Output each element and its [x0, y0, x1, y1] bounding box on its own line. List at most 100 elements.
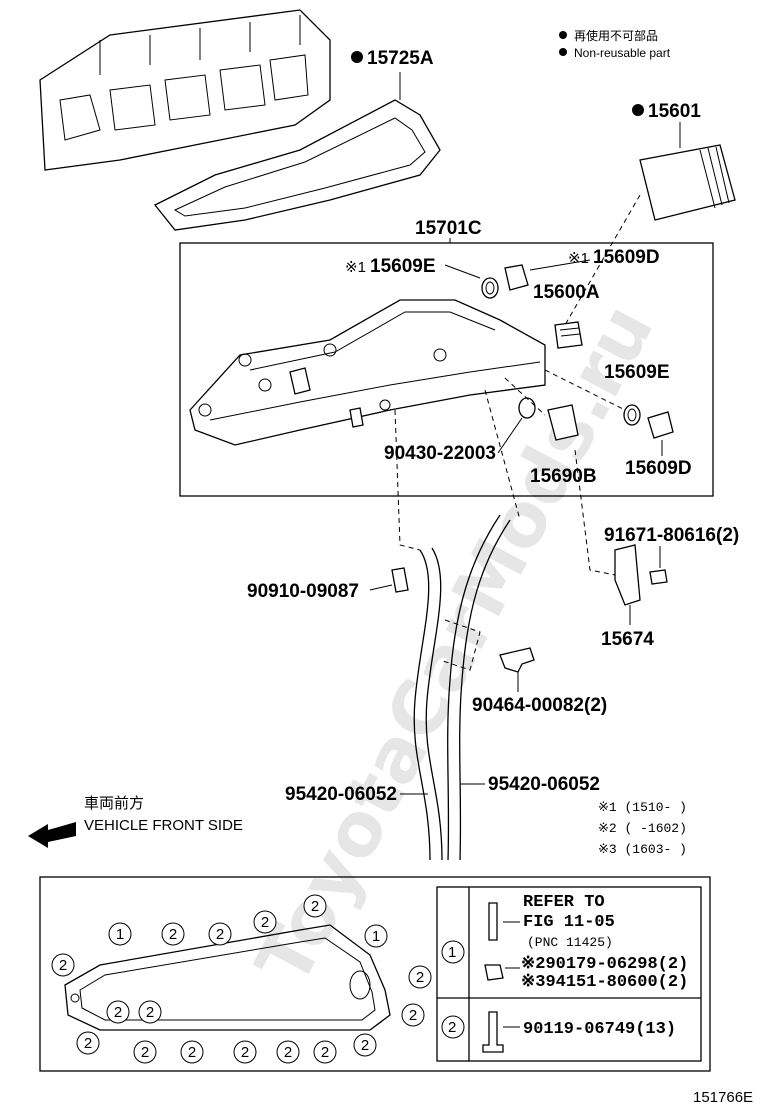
circled-mark-label: 2	[141, 1044, 149, 1061]
circled-mark-label: 2	[59, 957, 67, 974]
circled-mark-2	[303, 894, 327, 918]
circled-mark-2	[233, 1040, 257, 1064]
label-15609E-right: 15609E	[604, 362, 670, 383]
label-91671: 91671-80616(2)	[604, 525, 739, 546]
circled-mark-2	[401, 1003, 425, 1027]
table-row1-num: 1	[448, 944, 456, 961]
mark-ref1: ※1	[345, 259, 366, 276]
figure-id: 151766E	[693, 1089, 753, 1106]
legend-jp: 再使用不可部品	[574, 28, 658, 43]
legend: 再使用不可部品 Non-reusable part	[559, 28, 671, 60]
gasket-marks: 1 2 2 2 2 1 2 2 2 2 2 2 2 2 2 2 2 2	[51, 894, 432, 1064]
circled-mark-1	[364, 924, 388, 948]
label-15609D-right: 15609D	[625, 458, 692, 479]
bracket-15674	[614, 544, 641, 606]
direction-en: VEHICLE FRONT SIDE	[84, 817, 243, 834]
label-15601: 15601	[648, 101, 701, 122]
bullet-icon	[559, 48, 567, 56]
circled-mark-2	[276, 1040, 300, 1064]
note-1: ※1 (1510- )	[598, 800, 687, 815]
gasket-15725A	[153, 99, 441, 231]
o-ring-15609E-right	[623, 404, 641, 426]
nut-icon	[484, 964, 504, 981]
circled-mark-2	[208, 922, 232, 946]
arrow-left-icon	[28, 822, 76, 848]
label-15725A: 15725A	[367, 48, 434, 69]
note-3: ※3 (1603- )	[598, 842, 687, 857]
sensor-15690B	[547, 404, 579, 441]
circled-mark-label: 2	[241, 1044, 249, 1061]
table-refer: REFER TO	[523, 893, 605, 912]
circled-mark-label: 2	[84, 1035, 92, 1052]
circled-mark-label: 2	[361, 1037, 369, 1054]
label-15600A: 15600A	[533, 282, 600, 303]
o-ring-15609E	[481, 277, 499, 299]
bullet-icon	[559, 31, 567, 39]
gasket-detail	[64, 924, 391, 1031]
circled-mark-label: 2	[169, 926, 177, 943]
oil-cooler-assembly-box	[179, 242, 714, 497]
label-90910: 90910-09087	[247, 581, 359, 602]
circled-mark-label: 1	[372, 928, 380, 945]
detail-box	[39, 876, 711, 1072]
circled-mark-2	[313, 1040, 337, 1064]
engine-block-drawing	[39, 9, 331, 171]
circled-mark-label: 2	[146, 1004, 154, 1021]
gasket-90430	[518, 397, 536, 419]
table-item-c: 90119-06749(13)	[523, 1020, 676, 1039]
circled-mark-2	[353, 1033, 377, 1057]
label-95420-left: 95420-06052	[285, 784, 397, 805]
circled-mark-label: 2	[284, 1044, 292, 1061]
circled-mark-label: 2	[321, 1044, 329, 1061]
circled-mark-label: 1	[116, 926, 124, 943]
circled-mark-label: 2	[216, 926, 224, 943]
table-pnc: (PNC 11425)	[527, 935, 613, 950]
circled-mark-label: 2	[188, 1044, 196, 1061]
direction-jp: 車両前方	[84, 795, 144, 812]
non-reusable-icon	[632, 104, 644, 116]
plug-15609D-right	[647, 411, 674, 439]
legend-table: 1 2 REFER TO FIG 11-05 (PNC 11425) ※2901…	[436, 886, 702, 1062]
label-90430: 90430-22003	[384, 443, 496, 464]
label-15674: 15674	[601, 629, 654, 650]
oil-filter-15601	[639, 144, 736, 221]
circled-mark-2	[161, 922, 185, 946]
bolt-icon	[488, 902, 498, 941]
circled-mark-2	[138, 1000, 162, 1024]
circled-mark-2	[133, 1040, 157, 1064]
circled-mark-2	[51, 953, 75, 977]
circled-mark-label: 2	[416, 969, 424, 986]
plug-15609D	[504, 264, 529, 291]
circled-mark-2	[408, 965, 432, 989]
bolt-90910	[391, 567, 409, 593]
circled-mark-label: 2	[114, 1004, 122, 1021]
label-15609D-top: 15609D	[593, 247, 660, 268]
bolt-flange-icon	[482, 1011, 504, 1053]
note-2: ※2 ( -1602)	[598, 821, 687, 836]
circled-mark-label: 2	[311, 898, 319, 915]
circled-mark-2	[180, 1040, 204, 1064]
oil-cooler-body	[189, 299, 546, 446]
label-15701C: 15701C	[415, 218, 482, 239]
mark-ref1b: ※1	[568, 250, 589, 267]
legend-en: Non-reusable part	[574, 46, 671, 60]
bolt-91671	[649, 569, 668, 585]
circled-mark-2	[76, 1031, 100, 1055]
table-item-b: ※394151-80600(2)	[521, 973, 688, 992]
label-15609E-top: 15609E	[370, 256, 436, 277]
label-95420-right: 95420-06052	[488, 774, 600, 795]
table-item-a: ※290179-06298(2)	[521, 955, 688, 974]
clamp-90464	[499, 647, 535, 673]
table-row2-num: 2	[448, 1019, 456, 1036]
circled-mark-label: 2	[261, 914, 269, 931]
non-reusable-icon	[351, 51, 363, 63]
circled-mark-2	[106, 1000, 130, 1024]
circled-mark-label: 2	[409, 1007, 417, 1024]
table-fig: FIG 11-05	[523, 913, 615, 932]
label-15690B: 15690B	[530, 466, 597, 487]
circled-mark-2	[253, 910, 277, 934]
oil-pipes	[413, 514, 511, 861]
label-90464: 90464-00082(2)	[472, 695, 607, 716]
circled-mark-1	[108, 922, 132, 946]
